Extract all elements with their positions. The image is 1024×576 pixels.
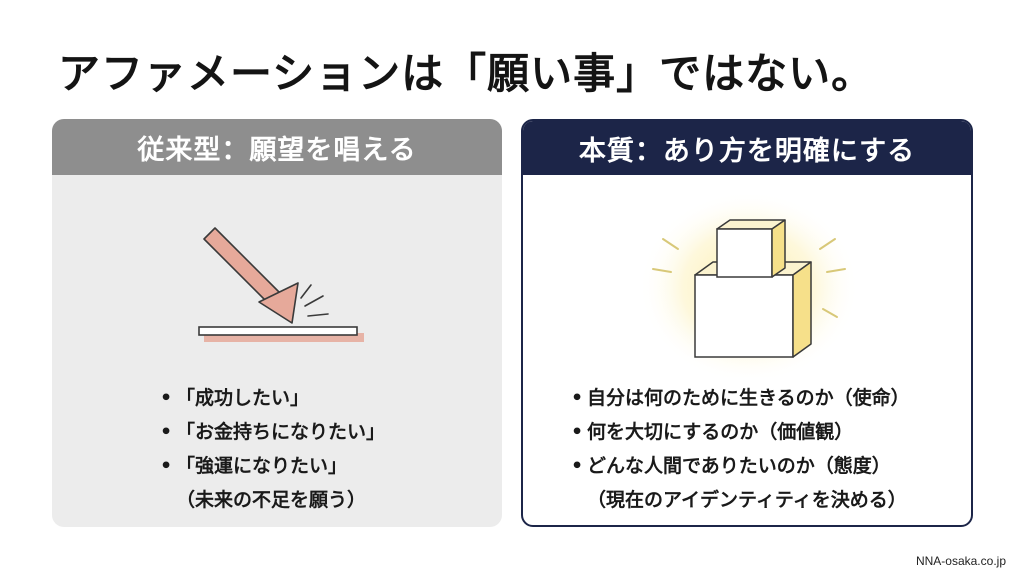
traditional-card-heading: 従来型：願望を唱える <box>52 119 502 175</box>
essence-note: （現在のアイデンティティを決める） <box>587 489 907 511</box>
page-title: アファメーションは「願い事」ではない。 <box>58 49 875 98</box>
essence-bullet-list: •自分は何のために生きるのか（使命） •何を大切にするのか（価値観） •どんな人… <box>523 381 971 517</box>
essence-card-heading: 本質：あり方を明確にする <box>523 121 971 175</box>
list-item: •「強運になりたい」 <box>160 455 348 477</box>
traditional-note: （未来の不足を願う） <box>176 489 367 511</box>
footer-credit: NNA-osaka.co.jp <box>915 554 1006 568</box>
list-item: •何を大切にするのか（価値観） <box>571 421 854 443</box>
glowing-cube-stack-icon <box>639 191 859 377</box>
arrow-hitting-line-icon <box>198 227 364 342</box>
list-item: •どんな人間でありたいのか（態度） <box>571 455 891 477</box>
essence-card: 本質：あり方を明確にする •自分は何のために生きるのか（使命） •何を大切 <box>521 119 973 527</box>
traditional-bullet-list: •「成功したい」 •「お金持ちになりたい」 •「強運になりたい」 （未来の不足を… <box>52 381 502 517</box>
traditional-card: 従来型：願望を唱える •「成功したい」 •「お金持ちになりたい」 •「強運になり… <box>52 119 502 527</box>
list-item: •「成功したい」 <box>160 387 310 409</box>
list-item: •「お金持ちになりたい」 <box>160 421 386 443</box>
list-item: •自分は何のために生きるのか（使命） <box>571 387 910 409</box>
